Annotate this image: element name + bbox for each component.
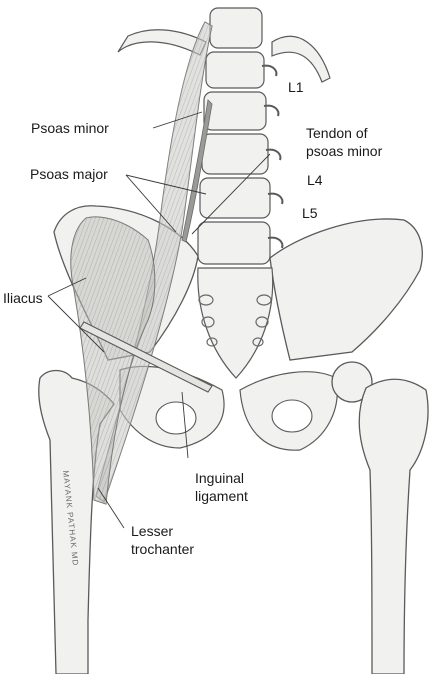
label-inguinal-ligament-line1: Inguinal — [195, 470, 245, 486]
label-iliacus: Iliacus — [3, 290, 43, 306]
label-lesser-trochanter-line1: Lesser — [131, 523, 174, 539]
left-obturator — [155, 401, 197, 435]
label-lesser-trochanter-line2: trochanter — [131, 541, 195, 557]
left-rib — [117, 29, 207, 56]
right-femur — [358, 378, 429, 674]
label-psoas-minor: Psoas minor — [31, 120, 109, 136]
label-l1: L1 — [288, 79, 304, 95]
right-rib — [271, 35, 331, 83]
right-femoral-head — [331, 361, 373, 403]
label-psoas-major: Psoas major — [30, 166, 108, 182]
right-obturator — [271, 399, 313, 433]
label-tendon-psoas-minor-line1: Tendon of — [306, 125, 368, 141]
right-ilium — [269, 218, 423, 361]
leader-lines — [47, 111, 271, 529]
psoas-minor-muscle — [181, 99, 213, 243]
sacrum — [197, 267, 274, 379]
label-tendon-psoas-minor-line2: psoas minor — [306, 143, 383, 159]
label-inguinal-ligament-line2: ligament — [195, 488, 248, 504]
lumbar-spine — [197, 7, 284, 265]
inguinal-ligament — [79, 321, 213, 393]
label-l4: L4 — [307, 172, 323, 188]
label-l5: L5 — [302, 205, 318, 221]
